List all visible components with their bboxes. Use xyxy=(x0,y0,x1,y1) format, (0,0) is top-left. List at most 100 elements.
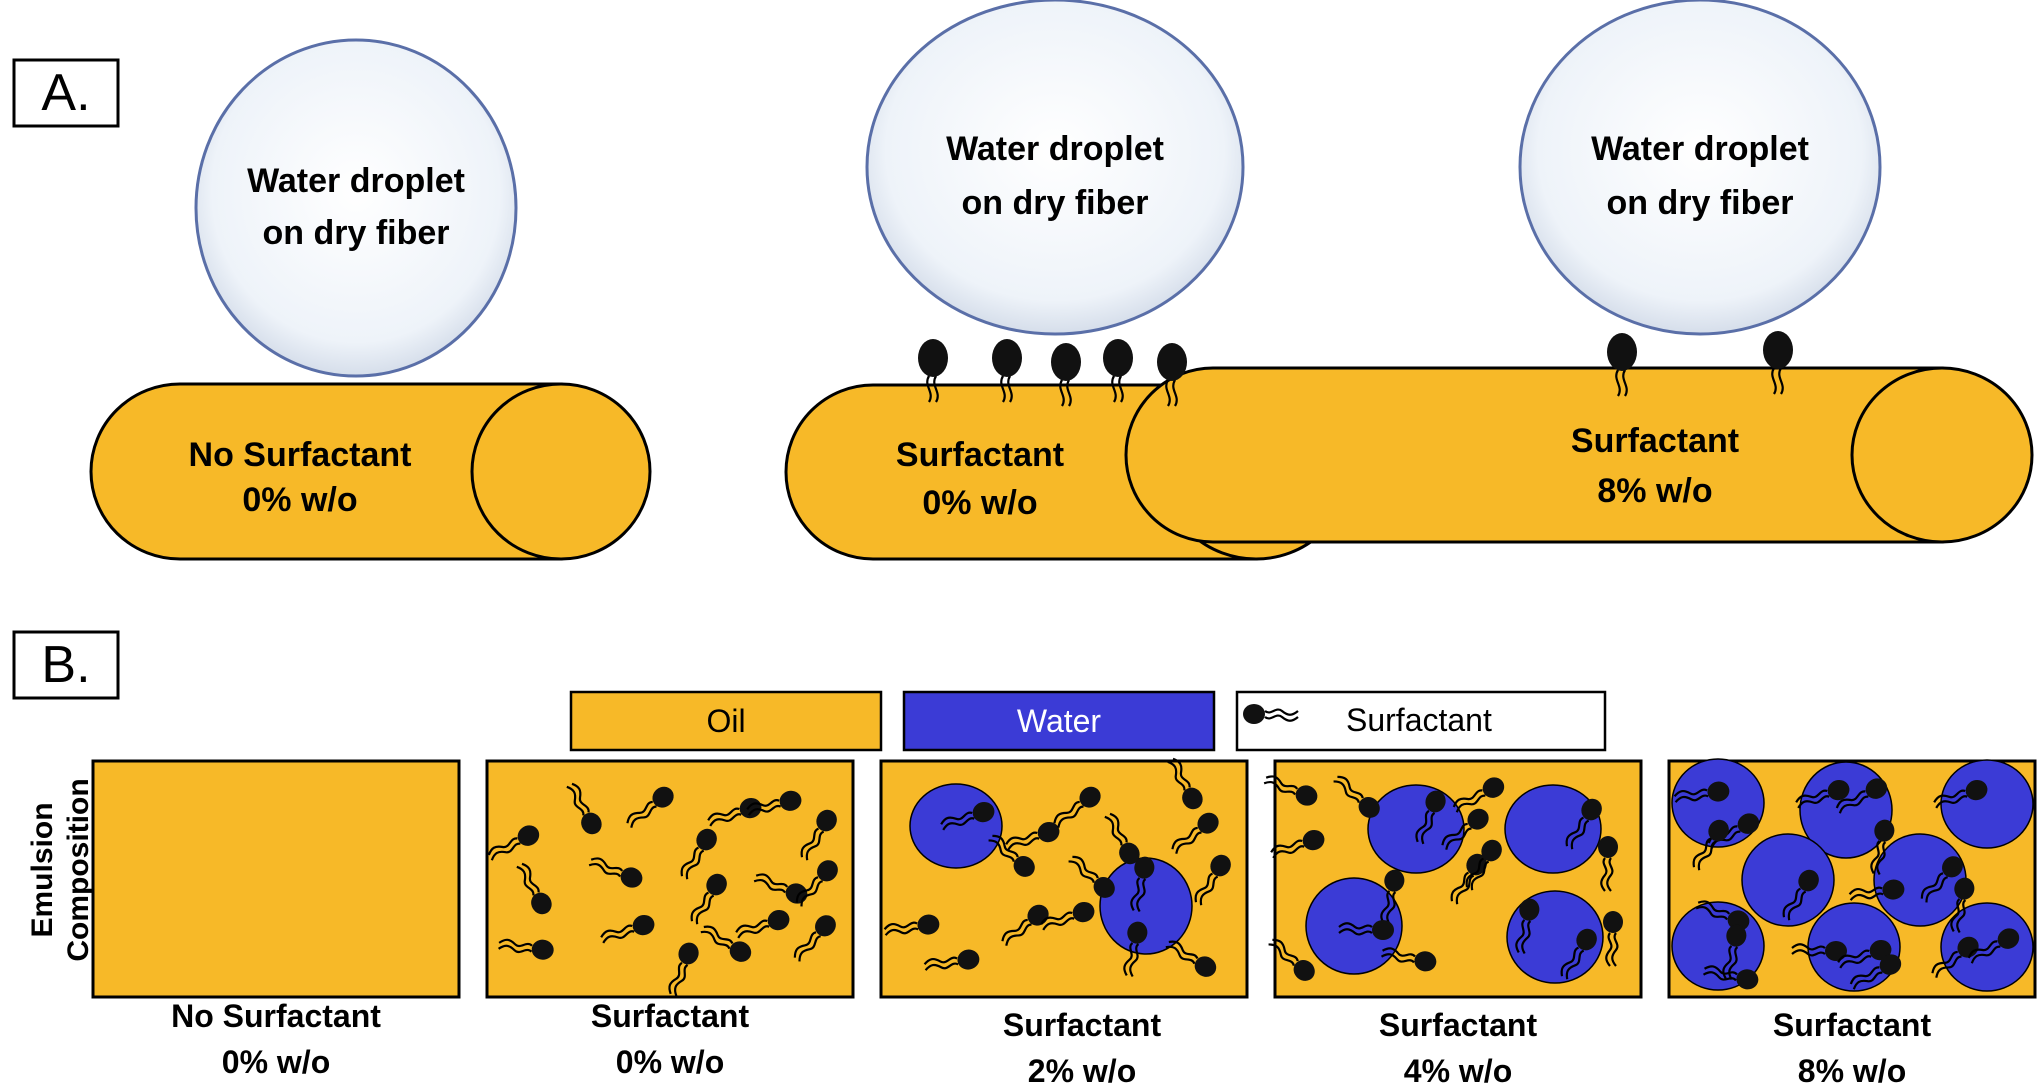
surfactant-head xyxy=(1607,333,1637,371)
surfactant-molecule xyxy=(516,862,552,915)
surfactant-tail xyxy=(1380,953,1415,964)
surfactant-head xyxy=(652,786,674,808)
surfactant-tail xyxy=(1000,375,1006,403)
surfactant-tail xyxy=(1199,875,1219,906)
droplet-shape xyxy=(194,38,518,378)
surfactant-tail xyxy=(1935,955,1962,978)
surfactant-molecule xyxy=(1243,704,1299,724)
surfactant-head xyxy=(1051,343,1081,381)
surfactant-molecule xyxy=(1848,879,1905,901)
surfactant-tail xyxy=(1171,826,1198,850)
surfactant-tail xyxy=(1967,940,1998,959)
surfactant-tail xyxy=(1849,892,1884,901)
surfactant-molecule xyxy=(1673,781,1730,803)
surfactant-tail xyxy=(737,925,770,939)
surfactant-molecule xyxy=(588,857,643,888)
surfactant-tail xyxy=(746,799,780,810)
surfactant-molecule xyxy=(883,914,940,936)
surfactant-head xyxy=(1127,921,1148,944)
surfactant-tail xyxy=(1837,949,1870,963)
surfactant-tail xyxy=(1560,946,1580,977)
surfactant-head xyxy=(816,809,837,832)
surfactant-tail xyxy=(1697,900,1731,915)
box-3-caption-line1: Surfactant xyxy=(1003,1007,1162,1043)
surfactant-head xyxy=(1414,951,1437,972)
surfactant-head xyxy=(1737,813,1760,834)
surfactant-head xyxy=(1481,839,1502,862)
surfactant-head xyxy=(1603,911,1623,933)
surfactant-molecule xyxy=(800,809,837,861)
surfactant-molecule xyxy=(1950,877,1975,934)
surfactant-molecule xyxy=(1068,855,1115,898)
surfactant-molecule xyxy=(1452,777,1505,813)
surfactant-molecule xyxy=(940,801,995,831)
surfactant-head xyxy=(1726,924,1747,947)
panel-b-label-box xyxy=(12,630,120,700)
surfactant-head xyxy=(767,909,790,931)
emulsion-surfactant-molecules xyxy=(487,757,2020,997)
surfactant-head xyxy=(1013,856,1035,877)
surfactant-head xyxy=(696,828,717,851)
fiber-label-line1: Surfactant xyxy=(896,436,1064,474)
box-1-caption-line2: 0% w/o xyxy=(222,1044,330,1080)
surfactant-tail xyxy=(1795,789,1828,803)
surfactant-tail xyxy=(747,804,782,816)
surfactant-molecule xyxy=(1560,928,1597,980)
surfactant-head xyxy=(1243,704,1265,724)
surfactant-tail xyxy=(1386,891,1397,926)
surfactant-tail xyxy=(1129,943,1140,978)
surfactant-molecule xyxy=(1194,854,1231,906)
legend-oil-swatch xyxy=(569,690,883,752)
legend-surfactant: Surfactant xyxy=(1235,690,1607,752)
surfactant-molecule xyxy=(600,914,655,944)
fiber-label-line2: 0% w/o xyxy=(242,481,357,519)
surfactant-tail xyxy=(926,375,932,403)
surfactant-tail xyxy=(923,956,958,965)
fiber-3: Surfactant 8% w/o xyxy=(1124,366,2034,544)
surfactant-molecule xyxy=(1338,920,1394,940)
surfactant-tail xyxy=(602,930,635,944)
surfactant-molecule xyxy=(1270,829,1325,859)
box-3-caption-line2: 2% w/o xyxy=(1028,1053,1136,1089)
surfactant-molecule xyxy=(1791,941,1847,961)
surfactant-molecule xyxy=(497,938,554,960)
surfactant-tail xyxy=(566,785,585,816)
surfactant-head xyxy=(1119,842,1140,865)
surfactant-tail xyxy=(1835,790,1866,809)
surfactant-tail xyxy=(1172,379,1178,407)
surfactant-head xyxy=(1581,798,1602,821)
surfactant-head xyxy=(1358,797,1380,818)
surfactant-head xyxy=(1942,856,1963,878)
surfactant-tail xyxy=(1066,379,1072,407)
surfactant-molecule xyxy=(668,942,699,997)
surfactant-tail xyxy=(1935,795,1968,809)
surfactant-head xyxy=(620,867,643,888)
surfactant-tail xyxy=(795,876,819,903)
surfactant-molecule xyxy=(1333,775,1380,818)
surfactant-head xyxy=(1182,787,1203,810)
surfactant-molecule xyxy=(1603,911,1623,967)
surfactant-tail xyxy=(1382,947,1416,958)
panel-b: B. Oil Water Surfactant Emulsion Composi… xyxy=(12,630,2037,1089)
surfactant-tail xyxy=(1415,809,1430,843)
surfactant-molecule xyxy=(626,786,674,828)
fiber-label-line1: No Surfactant xyxy=(189,436,412,474)
fiber-body xyxy=(1124,366,1944,544)
surfactant-head xyxy=(531,939,554,960)
fiber-surfactant xyxy=(1157,343,1187,407)
surfactant-tail xyxy=(1692,837,1712,868)
surfactant-molecule xyxy=(690,873,727,925)
surfactant-tail xyxy=(1441,822,1468,846)
surfactant-tail xyxy=(1059,379,1065,407)
surfactant-head xyxy=(1293,960,1315,981)
surfactant-tail xyxy=(600,924,633,938)
box-2-caption-line1: Surfactant xyxy=(591,998,750,1034)
surfactant-tail xyxy=(1565,949,1585,980)
surfactant-tail xyxy=(1109,812,1128,843)
water-droplet-2: Water droplet on dry fiber xyxy=(865,0,1245,336)
surfactant-head xyxy=(1037,821,1060,843)
surfactant-tail xyxy=(1123,942,1134,976)
surfactant-head xyxy=(1467,808,1489,830)
surfactant-tail xyxy=(1791,943,1826,951)
